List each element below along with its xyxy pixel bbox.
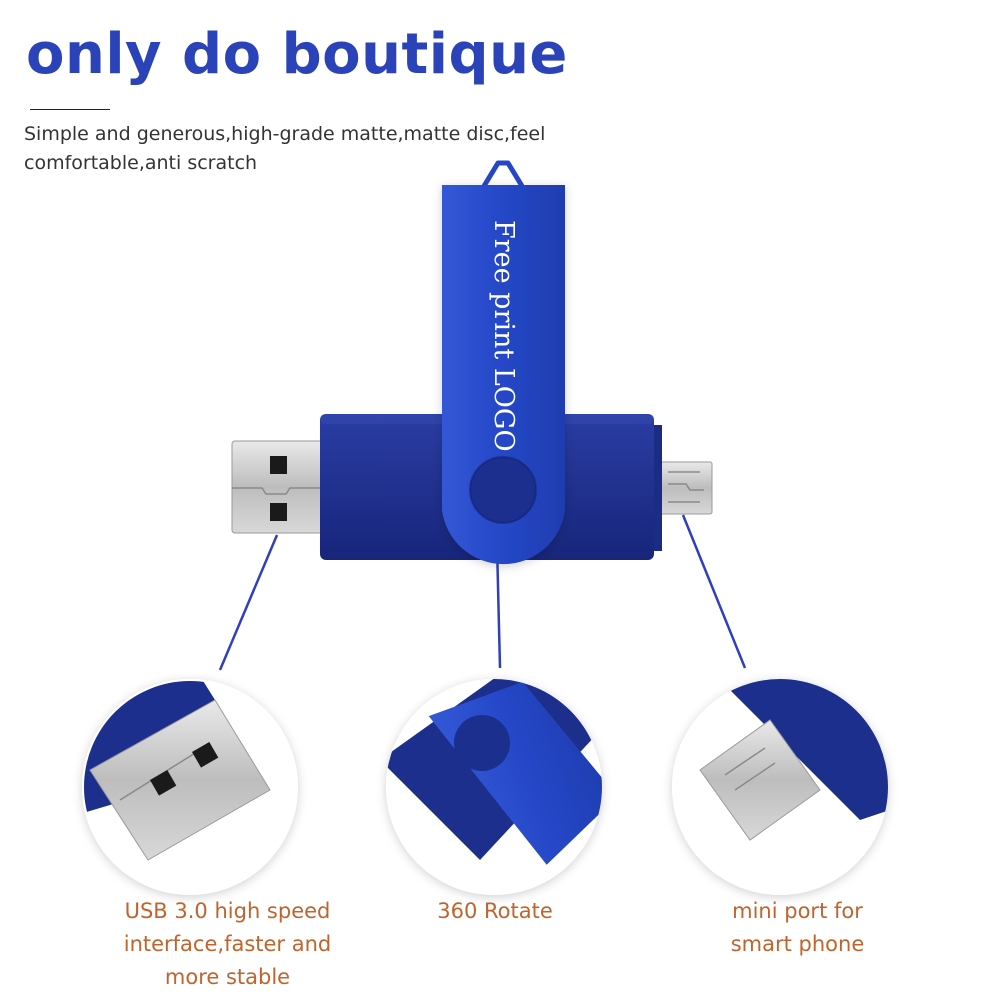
caption-mini-port: mini port for smart phone bbox=[680, 895, 915, 961]
caption-line: more stable bbox=[164, 965, 291, 989]
micro-usb-connector bbox=[648, 425, 713, 551]
usb-a-connector bbox=[231, 440, 328, 534]
detail-micro-closeup bbox=[672, 679, 888, 895]
callout-line-usb bbox=[218, 534, 279, 671]
detail-rotate-closeup bbox=[386, 679, 602, 895]
caption-usb-speed: USB 3.0 high speed interface,faster and … bbox=[100, 895, 355, 994]
caption-line: USB 3.0 high speed bbox=[124, 899, 331, 923]
callout-line-micro bbox=[681, 514, 747, 669]
caption-line: interface,faster and bbox=[123, 932, 332, 956]
callout-line-rotate bbox=[495, 544, 502, 669]
subtitle-text: Simple and generous,high-grade matte,mat… bbox=[24, 123, 546, 174]
swivel-logo-text: Free print LOGO bbox=[488, 220, 519, 452]
caption-line: smart phone bbox=[730, 932, 865, 956]
callout-lines bbox=[218, 514, 747, 671]
caption-line: mini port for bbox=[732, 899, 863, 923]
swivel-cap bbox=[442, 185, 565, 565]
page-title: only do boutique bbox=[26, 22, 568, 87]
lanyard-loop bbox=[481, 160, 525, 188]
detail-usb-closeup bbox=[82, 679, 298, 895]
title-divider bbox=[30, 109, 110, 110]
caption-line: 360 Rotate bbox=[437, 899, 553, 923]
caption-rotate: 360 Rotate bbox=[395, 895, 595, 928]
